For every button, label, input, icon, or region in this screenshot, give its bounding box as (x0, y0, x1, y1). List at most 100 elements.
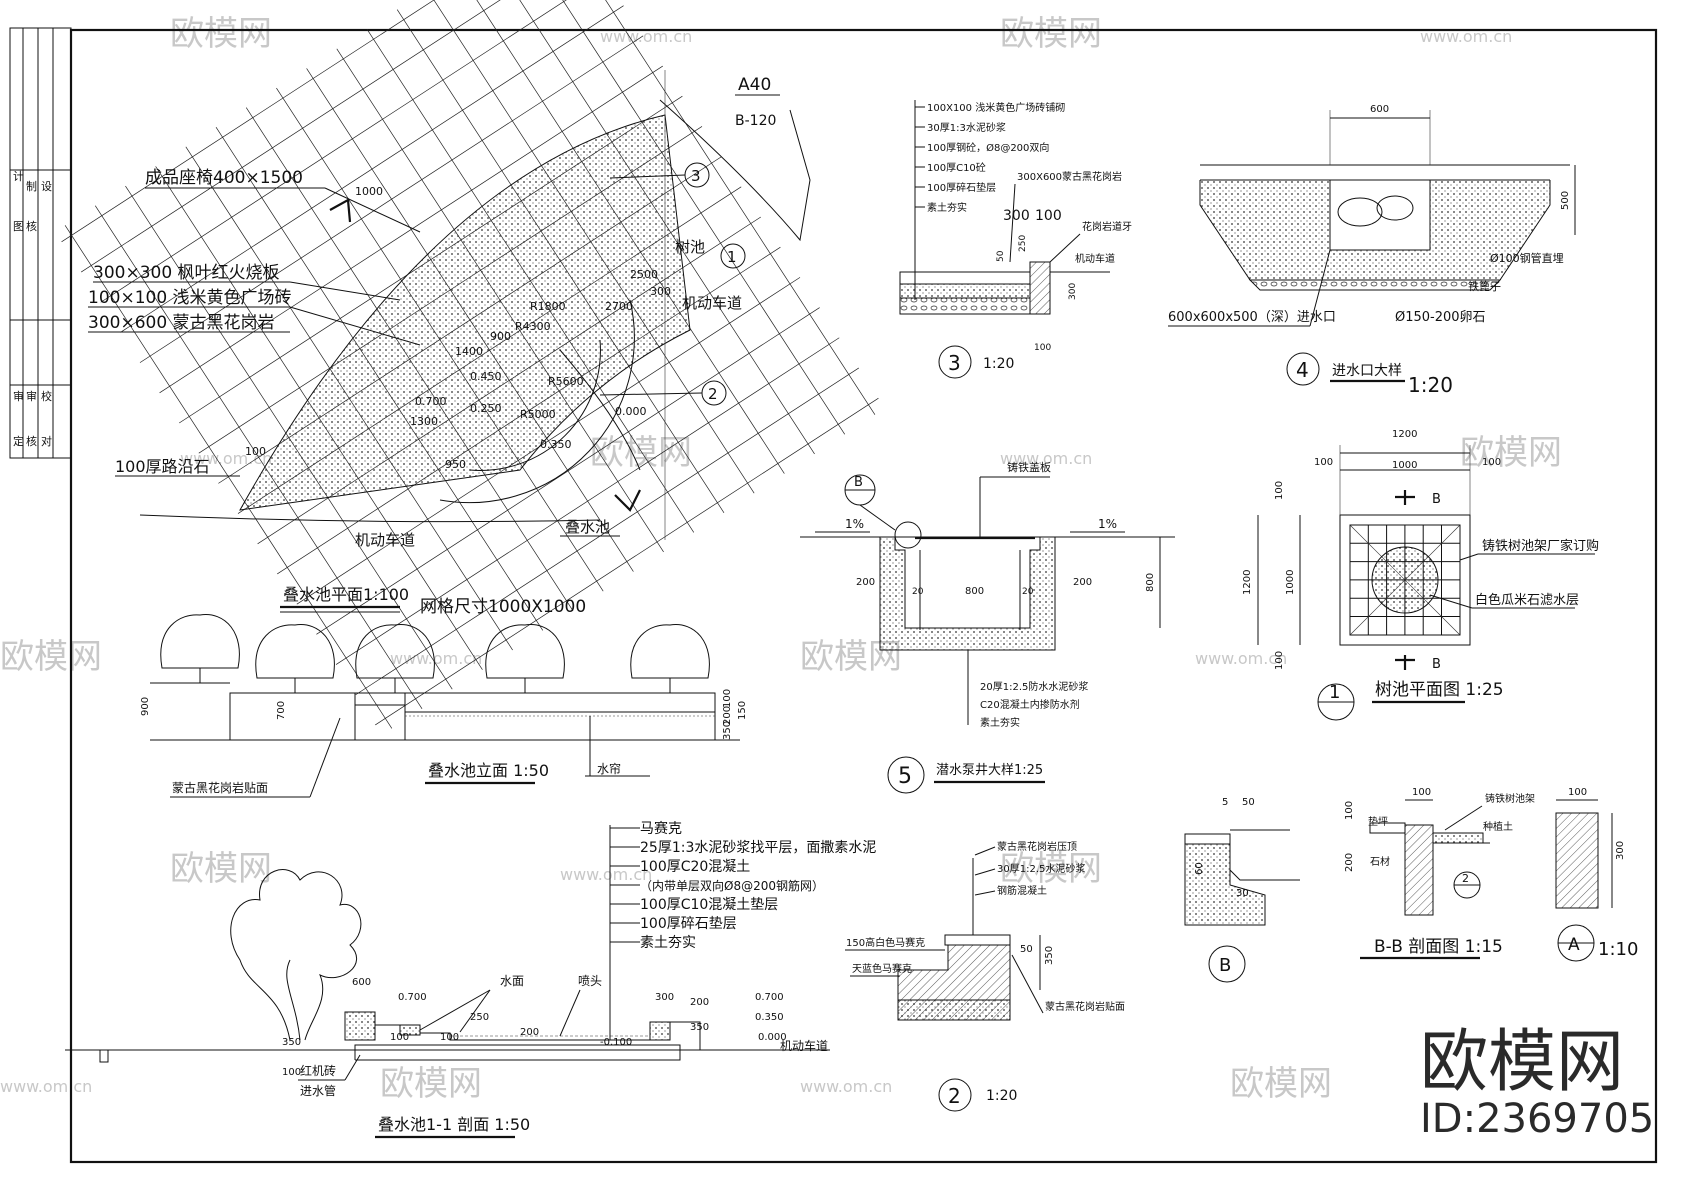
tp-dim: 100 (1274, 651, 1285, 670)
tree-canopy (630, 624, 710, 679)
elev-dim: 200 (722, 706, 733, 725)
grid-line (547, 0, 876, 415)
d4-stone: Ø150-200卵石 (1395, 310, 1486, 325)
dA-dim: 100 (1568, 787, 1587, 798)
detail3-layers: 100X100 浅米黄色广场砖铺砌30厚1:3水泥砂浆100厚钢砼，Ø8@200… (915, 101, 1065, 214)
watermark-logo: 欧模网 (170, 14, 272, 54)
detail-2: 蒙古黑花岗岩压顶 30厚1:2.5水泥砂浆 钢筋混凝土 150高白色马赛克 天蓝… (845, 840, 1125, 1112)
sec-nozzle-label: 喷头 (578, 974, 602, 988)
tp-frame: 铸铁树池架厂家订购 (1482, 538, 1599, 554)
d5-dim: 800 (1145, 573, 1156, 592)
d5-dim: 20 (912, 587, 924, 597)
section-mark (329, 198, 352, 223)
dB-dim: 5 (1222, 797, 1228, 808)
d5-slope: 1% (845, 517, 864, 531)
watermark-logo: 欧模网 (1230, 1064, 1332, 1104)
d2-dim: 50 (1020, 944, 1033, 955)
detail5-num-circle (887, 756, 925, 794)
d5-dim: 200 (1073, 577, 1092, 588)
plan-dim: 900 (490, 330, 511, 343)
tp-filter: 白色瓜米石滤水层 (1475, 592, 1579, 608)
tp-dim: 100 (1274, 481, 1285, 500)
sec-road-label: 机动车道 (780, 1038, 828, 1053)
cascade-section: 马赛克25厚1:3水泥砂浆找平层，面撒素水泥100厚C20混凝土（内带单层双向Ø… (65, 821, 876, 1139)
plan-dim: 0.250 (470, 402, 502, 415)
tp-section-mark: B (1432, 657, 1441, 672)
detail-a: 100 300 A 1:10 (1555, 787, 1638, 962)
detail4-num-circle (1286, 352, 1320, 386)
d5-layer: 素土夯实 (980, 716, 1020, 729)
detail2-num-circle (938, 1078, 972, 1112)
detail2-num: 2 (948, 1084, 961, 1108)
d3-curb: 花岗岩道牙 (1082, 220, 1132, 233)
dB-dim: 60 (1194, 862, 1205, 875)
label-yellow-brick: 100×100 浅米黄色广场砖 (88, 288, 292, 308)
section-layer-label: 100厚C10混凝土垫层 (640, 897, 778, 913)
watermark-site: www.om.cn (1420, 27, 1512, 46)
section-dim: 300 (655, 992, 674, 1003)
grid-line (335, 337, 840, 665)
sheet-border (69, 28, 1658, 1164)
section-title: 叠水池1-1 剖面 1:50 (378, 1115, 530, 1134)
callout-1-num: 1 (727, 248, 737, 266)
section-dim: 250 (470, 1012, 489, 1023)
bb-sub: 2 (1462, 872, 1469, 885)
tb-cell: 审 (26, 389, 37, 403)
elevation-title: 叠水池立面 1:50 (428, 761, 549, 780)
label-road-right: 机动车道 (682, 294, 742, 312)
watermark-site: www.om.cn (1000, 449, 1092, 468)
road-edge (139, 514, 601, 523)
d3-road: 机动车道 (1075, 252, 1115, 265)
tree-plan-num: 1 (1329, 682, 1340, 703)
detail3-num: 3 (948, 351, 961, 375)
sec-water-label: 水面 (500, 974, 524, 988)
section-dim: 200 (690, 997, 709, 1008)
plan-dim: 1000 (355, 185, 383, 198)
d3-dim: 250 (1018, 235, 1028, 252)
watermark-logo: 欧模网 (1000, 849, 1102, 889)
tb-cell: 制 (26, 180, 37, 193)
elev-dim: 350 (722, 721, 733, 740)
detail4-title: 进水口大样 (1332, 363, 1402, 379)
bb-dim: 100 (1412, 787, 1431, 798)
plan-dim: 0.450 (470, 370, 502, 383)
d5-slope: 1% (1098, 517, 1117, 531)
label-bench: 成品座椅400×1500 (145, 168, 303, 188)
elev-dim: 150 (737, 701, 748, 720)
callout-1 (720, 243, 746, 269)
callout-2-num: 2 (708, 385, 718, 403)
tp-dim: 100 (1482, 457, 1501, 468)
plan-dim: 300 (650, 285, 671, 298)
grid-line (375, 397, 879, 726)
sec-inlet-label: 进水管 (300, 1083, 336, 1098)
watermark-logo: 欧模网 (590, 433, 692, 473)
tree-sketch (230, 869, 362, 1041)
section-dim: 600 (352, 977, 371, 988)
d4-inlet: 600x600x500（深）进水口 (1168, 310, 1336, 325)
detail3-layer-label: 100厚碎石垫层 (927, 181, 996, 194)
section-dim: 0.700 (755, 992, 784, 1003)
watermark-logo: 欧模网 (1460, 433, 1562, 473)
d3-dim: 100 (1034, 343, 1051, 353)
section-dim: 350 (690, 1022, 709, 1033)
tree-canopy (255, 624, 335, 679)
detail4-num: 4 (1296, 358, 1309, 382)
d4-grate: 铁篦子 (1468, 279, 1501, 293)
detail3-layer-label: 素土夯实 (927, 201, 967, 214)
detail-3: 100X100 浅米黄色广场砖铺砌30厚1:3水泥砂浆100厚钢砼，Ø8@200… (899, 100, 1132, 379)
watermark-site: www.om.cn (600, 27, 692, 46)
grid-line (296, 277, 801, 605)
plan-dim: R4300 (515, 320, 551, 333)
d2-label: 钢筋混凝土 (997, 884, 1047, 897)
watermark-site: www.om.cn (0, 1077, 92, 1096)
plan-dim: 1300 (410, 415, 438, 428)
detail5-title: 潜水泵井大样1:25 (936, 763, 1043, 778)
d5-layer: 20厚1:2.5防水水泥砂浆 (980, 680, 1088, 693)
section-layer-label: （内带单层双向Ø8@200钢筋网） (640, 878, 824, 893)
plan-title: 叠水池平面1:100 (283, 585, 409, 604)
watermark-site: www.om.cn (1195, 649, 1287, 668)
label-tree-pool: 树池 (675, 238, 705, 256)
label-cascade: 叠水池 (565, 518, 610, 536)
plan-dim: 1400 (455, 345, 483, 358)
d5-layer: C20混凝土内掺防水剂 (980, 698, 1080, 711)
